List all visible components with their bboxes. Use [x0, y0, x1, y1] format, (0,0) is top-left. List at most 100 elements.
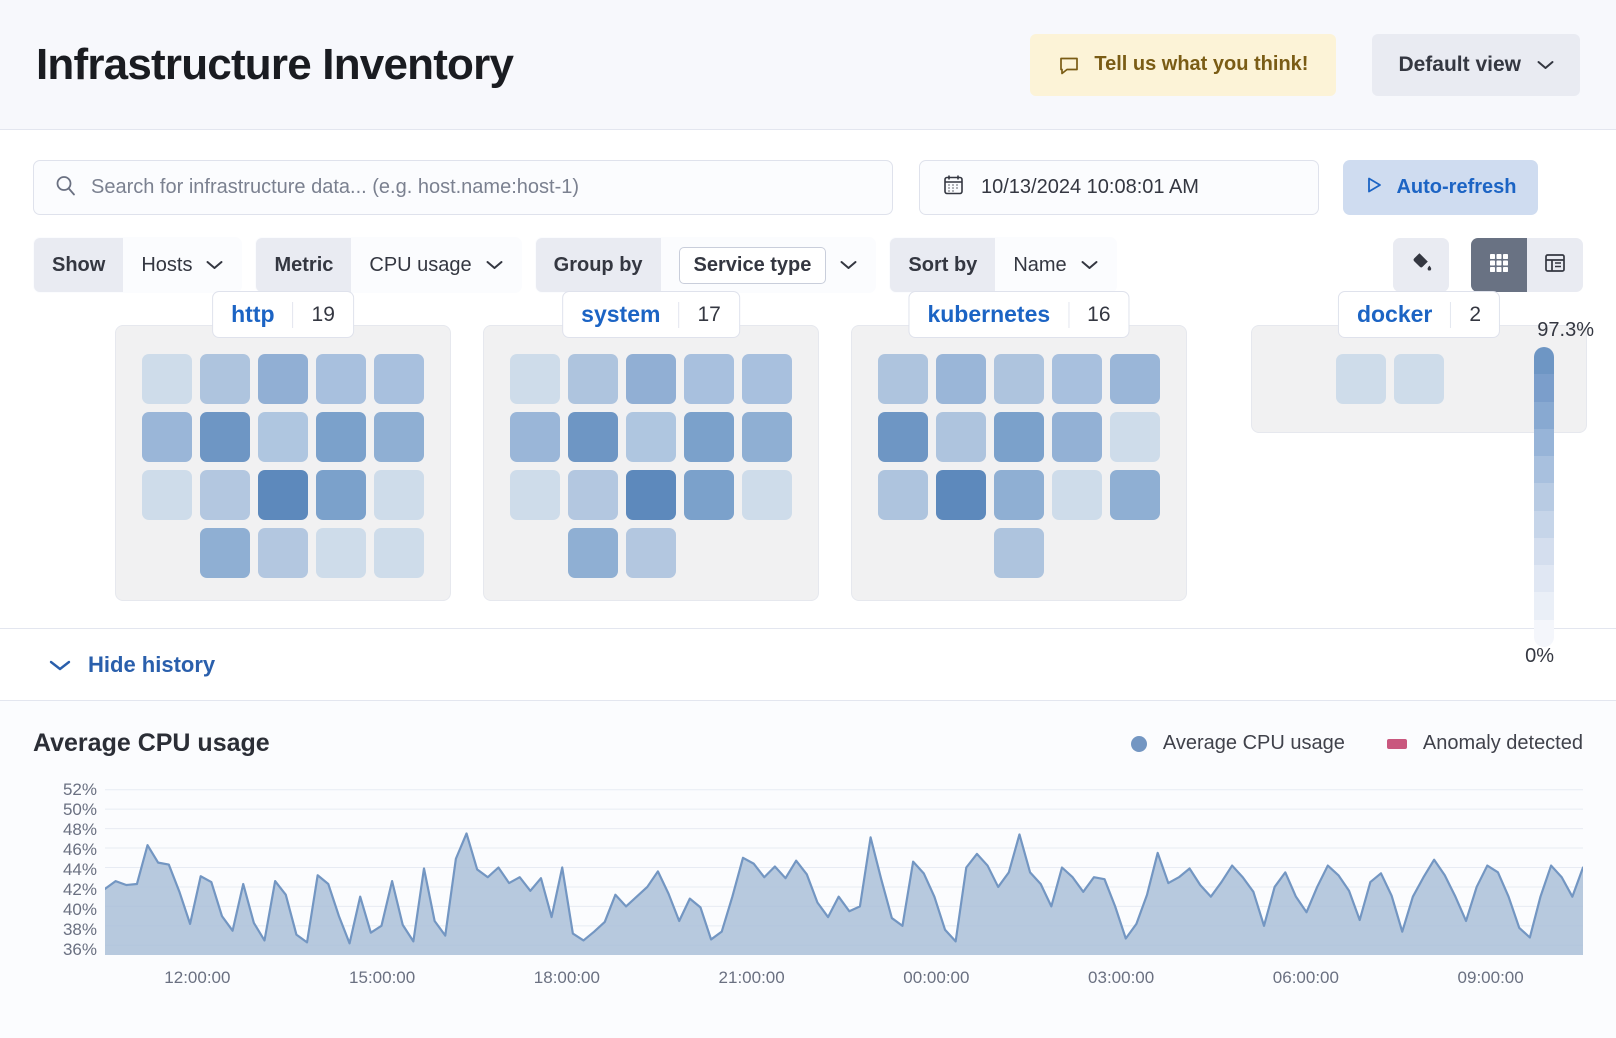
- waffle-tile[interactable]: [200, 354, 250, 404]
- waffle-tile[interactable]: [742, 470, 792, 520]
- group-title-http[interactable]: http 19: [212, 291, 354, 338]
- legend-max-label: 97.3%: [1537, 319, 1594, 341]
- waffle-tile[interactable]: [626, 528, 676, 578]
- default-view-button[interactable]: Default view: [1372, 33, 1580, 96]
- waffle-tile[interactable]: [626, 412, 676, 462]
- waffle-grid-system: [510, 354, 792, 578]
- waffle-tile[interactable]: [374, 354, 424, 404]
- legend-item-average-cpu-usage[interactable]: Average CPU usage: [1130, 732, 1345, 755]
- waffle-tile[interactable]: [1110, 354, 1160, 404]
- group-count: 2: [1450, 301, 1499, 328]
- waffle-tile[interactable]: [510, 470, 560, 520]
- group-body-kubernetes: [851, 325, 1187, 601]
- waffle-tile[interactable]: [200, 470, 250, 520]
- legend-item-anomaly-detected[interactable]: Anomaly detected: [1386, 732, 1583, 755]
- search-bar[interactable]: [33, 160, 893, 215]
- filter-metric-value: CPU usage: [369, 253, 472, 276]
- waffle-tile[interactable]: [994, 412, 1044, 462]
- waffle-tile[interactable]: [994, 528, 1044, 578]
- waffle-tile[interactable]: [1052, 412, 1102, 462]
- waffle-tile-empty: [142, 528, 192, 578]
- group-title-system[interactable]: system 17: [562, 291, 740, 338]
- waffle-tile[interactable]: [142, 412, 192, 462]
- waffle-tile[interactable]: [1336, 354, 1386, 404]
- waffle-tile[interactable]: [742, 354, 792, 404]
- filter-metric-select[interactable]: CPU usage: [351, 238, 521, 292]
- feedback-button[interactable]: Tell us what you think!: [1030, 33, 1337, 96]
- page-header: Infrastructure Inventory Tell us what yo…: [0, 0, 1616, 130]
- waffle-tile[interactable]: [878, 354, 928, 404]
- group-title-kubernetes[interactable]: kubernetes 16: [908, 291, 1130, 338]
- waffle-tile[interactable]: [684, 470, 734, 520]
- legend-color-step: [1534, 619, 1554, 647]
- waffle-tile[interactable]: [258, 354, 308, 404]
- waffle-tile[interactable]: [316, 470, 366, 520]
- color-fill-button[interactable]: [1393, 238, 1449, 292]
- waffle-tile[interactable]: [568, 354, 618, 404]
- group-title-docker[interactable]: docker 2: [1337, 291, 1501, 338]
- waffle-tile[interactable]: [1052, 470, 1102, 520]
- waffle-tile[interactable]: [994, 354, 1044, 404]
- filter-sort-by-select[interactable]: Name: [995, 238, 1116, 292]
- waffle-tile[interactable]: [258, 528, 308, 578]
- waffle-tile[interactable]: [374, 412, 424, 462]
- waffle-tile[interactable]: [1110, 412, 1160, 462]
- filter-show-label: Show: [34, 238, 124, 292]
- waffle-tile[interactable]: [1052, 354, 1102, 404]
- hide-history-toggle[interactable]: Hide history: [0, 629, 1616, 701]
- legend-color-step: [1534, 401, 1554, 429]
- waffle-tile[interactable]: [568, 470, 618, 520]
- auto-refresh-button[interactable]: Auto-refresh: [1343, 160, 1538, 215]
- waffle-tile[interactable]: [142, 354, 192, 404]
- waffle-tile[interactable]: [316, 354, 366, 404]
- date-picker[interactable]: 10/13/2024 10:08:01 AM: [919, 160, 1319, 215]
- waffle-tile[interactable]: [878, 412, 928, 462]
- waffle-tile[interactable]: [258, 412, 308, 462]
- waffle-tile[interactable]: [200, 528, 250, 578]
- waffle-tile[interactable]: [568, 412, 618, 462]
- waffle-tile[interactable]: [936, 412, 986, 462]
- waffle-tile[interactable]: [316, 412, 366, 462]
- waffle-tile[interactable]: [742, 412, 792, 462]
- waffle-tile[interactable]: [510, 412, 560, 462]
- feedback-label: Tell us what you think!: [1094, 53, 1309, 75]
- table-view-button[interactable]: [1527, 238, 1583, 292]
- waffle-tile[interactable]: [626, 470, 676, 520]
- filter-show-select[interactable]: Hosts: [123, 238, 242, 292]
- waffle-tile[interactable]: [626, 354, 676, 404]
- waffle-tile[interactable]: [510, 354, 560, 404]
- waffle-tile[interactable]: [994, 470, 1044, 520]
- waffle-tile-empty: [684, 528, 734, 578]
- chevron-down-icon: [1537, 60, 1554, 70]
- chart-header: Average CPU usage Average CPU usage Anom…: [33, 729, 1583, 758]
- waffle-tile[interactable]: [1394, 354, 1444, 404]
- waffle-tile[interactable]: [200, 412, 250, 462]
- waffle-tile[interactable]: [1110, 470, 1160, 520]
- waffle-tile[interactable]: [374, 528, 424, 578]
- waffle-tile[interactable]: [142, 470, 192, 520]
- legend-color-step: [1534, 374, 1554, 402]
- waffle-tile[interactable]: [258, 470, 308, 520]
- x-axis-tick: 00:00:00: [903, 968, 970, 987]
- waffle-tile[interactable]: [684, 412, 734, 462]
- waffle-tile[interactable]: [936, 354, 986, 404]
- grid-view-icon: [1487, 251, 1511, 280]
- waffle-grid-kubernetes: [878, 354, 1160, 578]
- filter-group-by-select[interactable]: Service type: [660, 238, 876, 292]
- waffle-tile[interactable]: [878, 470, 928, 520]
- auto-refresh-label: Auto-refresh: [1396, 176, 1517, 198]
- waffle-tile[interactable]: [684, 354, 734, 404]
- chart-plot[interactable]: [105, 780, 1583, 955]
- waffle-tile[interactable]: [936, 470, 986, 520]
- search-input[interactable]: [91, 176, 872, 199]
- chevron-down-icon: [206, 260, 223, 270]
- waffle-tile[interactable]: [374, 470, 424, 520]
- grid-view-button[interactable]: [1471, 238, 1527, 292]
- view-label: Default view: [1398, 52, 1521, 76]
- waffle-tile[interactable]: [316, 528, 366, 578]
- waffle-tile[interactable]: [568, 528, 618, 578]
- filter-show-value: Hosts: [141, 253, 193, 276]
- x-axis-tick: 09:00:00: [1457, 968, 1524, 987]
